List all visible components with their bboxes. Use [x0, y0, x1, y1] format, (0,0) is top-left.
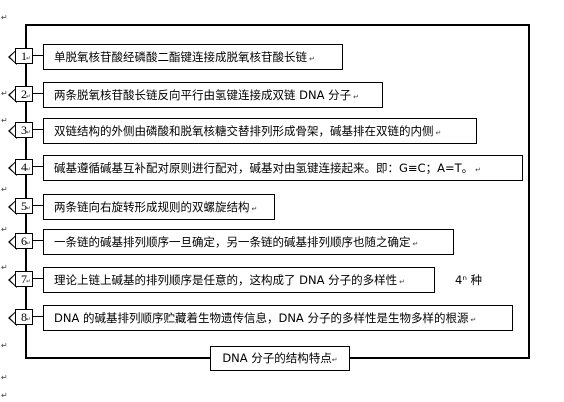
item-number-box: 3↵: [15, 122, 33, 138]
paragraph-mark: ↵: [25, 206, 31, 212]
item-number: 7: [21, 272, 27, 286]
paragraph-mark: ↵: [412, 240, 419, 248]
paragraph-mark: ↵: [1, 391, 8, 400]
left-arrow-icon: [8, 199, 17, 215]
item-number: 4: [21, 160, 27, 174]
diagram-title-text: DNA 分子的结构特点: [222, 351, 332, 365]
left-arrow-icon: [8, 272, 17, 288]
item-text: 碱基遵循碱基互补配对原则进行配对，碱基对由氢键连接起来。即：G≡C；A=T。: [54, 161, 474, 175]
left-arrow-icon: [8, 123, 17, 139]
paragraph-mark: ↵: [1, 373, 8, 382]
paragraph-mark: ↵: [25, 317, 31, 323]
item-text-box: 一条链的碱基排列顺序一旦确定，另一条链的碱基排列顺序也随之确定↵: [43, 229, 454, 255]
connector-line: [33, 55, 43, 56]
left-arrow-icon: [8, 87, 17, 103]
paragraph-mark: ↵: [331, 356, 338, 364]
paragraph-mark: ↵: [25, 241, 31, 247]
item-number-box: 8↵: [15, 309, 33, 325]
paragraph-mark: ↵: [251, 205, 258, 213]
item-text-box: 两条脱氧核苷酸长链反向平行由氢键连接成双链 DNA 分子↵: [43, 82, 383, 108]
connector-line: [33, 129, 43, 130]
connector-line: [33, 316, 43, 317]
item-text: 双链结构的外侧由磷酸和脱氧核糖交替排列形成骨架，碱基排在双链的内侧: [54, 124, 434, 138]
paragraph-mark: ↵: [470, 316, 477, 324]
item-number-box: 6↵: [15, 233, 33, 249]
item-number: 1: [21, 49, 27, 63]
paragraph-mark: ↵: [1, 225, 8, 234]
item-number-box: 5↵: [15, 198, 33, 214]
item-text: 单脱氧核苷酸经磷酸二酯键连接成脱氧核苷酸长链: [54, 50, 307, 64]
paragraph-mark: ↵: [1, 263, 8, 272]
paragraph-mark: ↵: [1, 341, 8, 350]
paragraph-mark: ↵: [1, 116, 8, 125]
item-text-box: 两条链向右旋转形成规则的双螺旋结构↵: [43, 194, 275, 220]
paragraph-mark: ↵: [1, 13, 8, 22]
paragraph-mark: ↵: [353, 93, 360, 101]
item-text-box: 双链结构的外侧由磷酸和脱氧核糖交替排列形成骨架，碱基排在双链的内侧↵: [43, 118, 477, 144]
connector-line: [33, 205, 43, 206]
connector-line: [33, 278, 43, 279]
connector-line: [33, 240, 43, 241]
paragraph-mark: ↵: [399, 278, 406, 286]
diagram-title: DNA 分子的结构特点↵: [210, 346, 350, 371]
paragraph-mark: ↵: [25, 167, 31, 173]
paragraph-mark: ↵: [25, 130, 31, 136]
paragraph-mark: ↵: [309, 55, 315, 63]
item-number-box: 4↵: [15, 159, 33, 175]
item-text-box: DNA 的碱基排列顺序贮藏着生物遗传信息，DNA 分子的多样性是生物多样的根源↵: [43, 305, 513, 331]
item-text: 两条链向右旋转形成规则的双螺旋结构: [54, 200, 250, 214]
paragraph-mark: ↵: [435, 129, 442, 137]
item-text: 一条链的碱基排列顺序一旦确定，另一条链的碱基排列顺序也随之确定: [54, 235, 411, 249]
left-arrow-icon: [8, 234, 17, 250]
item-text-box: 碱基遵循碱基互补配对原则进行配对，碱基对由氢键连接起来。即：G≡C；A=T。↵: [43, 155, 523, 181]
connector-line: [33, 93, 43, 94]
paragraph-mark: ↵: [475, 166, 481, 174]
item-text: 理论上链上碱基的排列顺序是任意的，这构成了 DNA 分子的多样性: [54, 273, 398, 287]
left-arrow-icon: [8, 160, 17, 176]
item-text: 两条脱氧核苷酸长链反向平行由氢键连接成双链 DNA 分子: [54, 88, 352, 102]
paragraph-mark: ↵: [25, 94, 31, 100]
item-number: 2: [21, 87, 27, 101]
left-arrow-icon: [8, 310, 17, 326]
item-number: 3: [21, 123, 27, 137]
item-text-box: 单脱氧核苷酸经磷酸二酯键连接成脱氧核苷酸长链↵: [43, 44, 343, 70]
item-number-box: 7↵: [15, 271, 33, 287]
item7-note: 4ⁿ 种: [455, 273, 483, 287]
item-number: 8: [21, 310, 27, 324]
item-number-box: 2↵: [15, 86, 33, 102]
item-text-box: 理论上链上碱基的排列顺序是任意的，这构成了 DNA 分子的多样性↵: [43, 267, 435, 293]
connector-line: [33, 166, 43, 167]
paragraph-mark: ↵: [1, 89, 8, 98]
item-number: 5: [21, 199, 27, 213]
paragraph-mark: ↵: [1, 185, 8, 194]
left-arrow-icon: [8, 49, 17, 65]
item-text: DNA 的碱基排列顺序贮藏着生物遗传信息，DNA 分子的多样性是生物多样的根源: [54, 311, 469, 325]
paragraph-mark: ↵: [25, 56, 31, 62]
paragraph-mark: ↵: [25, 279, 31, 285]
item-number: 6: [21, 234, 27, 248]
item-number-box: 1↵: [15, 48, 33, 64]
